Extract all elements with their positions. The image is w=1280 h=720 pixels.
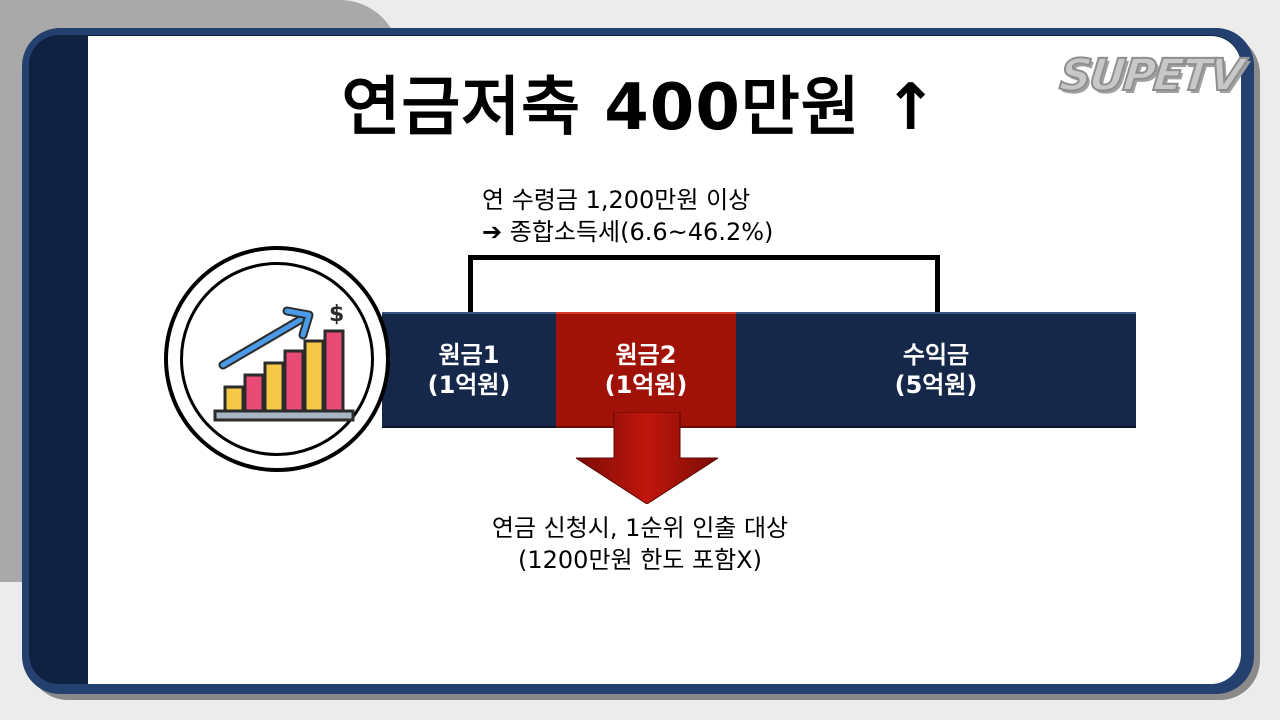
segment-principal-2: 원금2 (1억원): [556, 312, 736, 428]
segment-label: 원금2: [615, 341, 677, 369]
segment-amount: (5억원): [894, 371, 978, 399]
tax-note-line1: 연 수령금 1,200만원 이상: [482, 186, 751, 214]
segment-principal-1: 원금1 (1억원): [382, 312, 556, 428]
growth-chart-icon: $: [213, 302, 355, 422]
down-arrow-icon: [576, 412, 718, 504]
segment-label: 수익금: [902, 341, 970, 369]
segment-earnings: 수익금 (5억원): [736, 312, 1136, 428]
segment-label: 원금1: [438, 341, 500, 369]
supetv-logo: SUPETV: [1056, 49, 1245, 102]
segment-amount: (1억원): [604, 371, 688, 399]
tax-note: 연 수령금 1,200만원 이상 ➔ 종합소득세(6.6~46.2%): [482, 184, 773, 248]
segment-amount: (1억원): [427, 371, 511, 399]
dollar-icon: $: [329, 302, 344, 327]
withdrawal-note: 연금 신청시, 1순위 인출 대상 (1200만원 한도 포함X): [440, 512, 840, 576]
tax-note-line2: ➔ 종합소득세(6.6~46.2%): [482, 218, 774, 246]
range-bracket: [468, 255, 940, 313]
slide-title: 연금저축 400만원 ↑: [341, 71, 939, 145]
withdrawal-note-line1: 연금 신청시, 1순위 인출 대상: [491, 514, 789, 542]
withdrawal-note-line2: (1200만원 한도 포함X): [518, 546, 762, 574]
